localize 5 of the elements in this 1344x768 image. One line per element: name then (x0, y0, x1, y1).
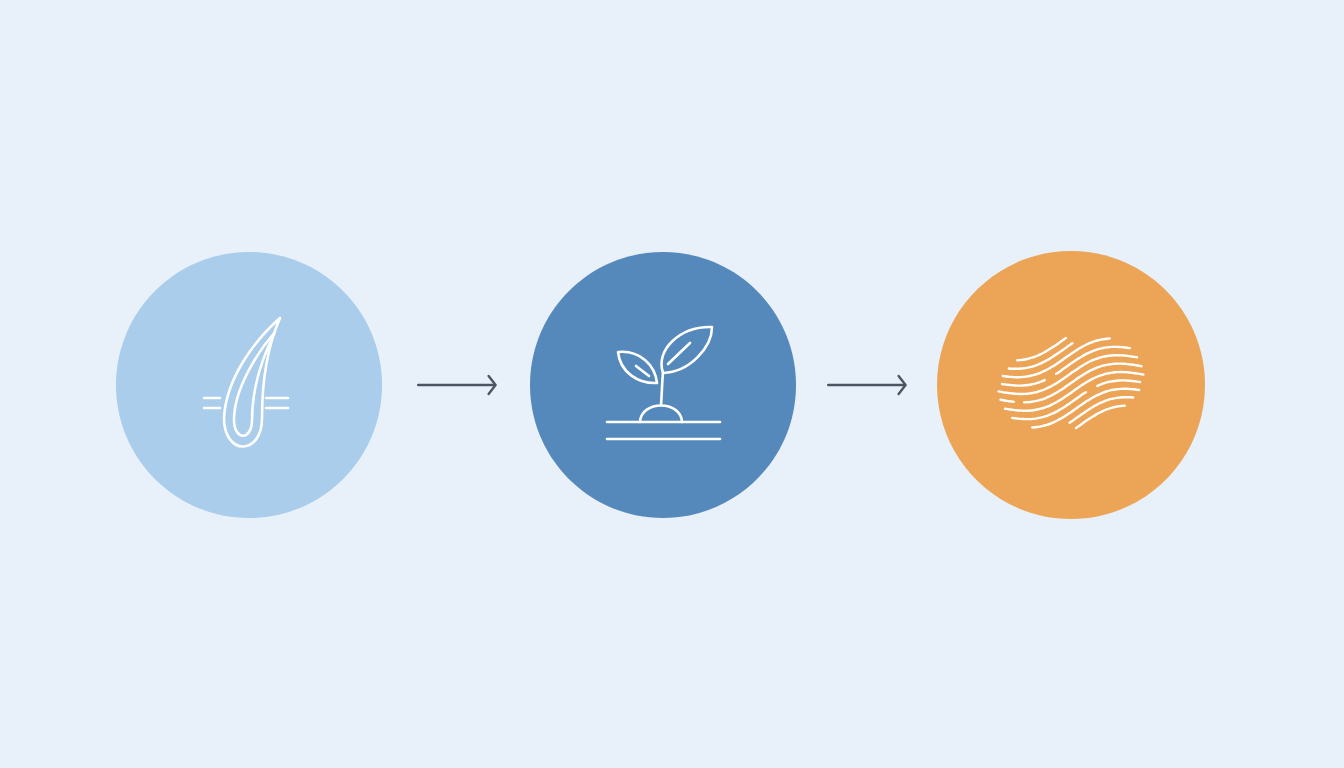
arrow (417, 374, 497, 396)
step-circle (937, 251, 1205, 519)
step-circle (530, 252, 796, 518)
step-circle (116, 252, 382, 518)
arrow (827, 374, 907, 396)
